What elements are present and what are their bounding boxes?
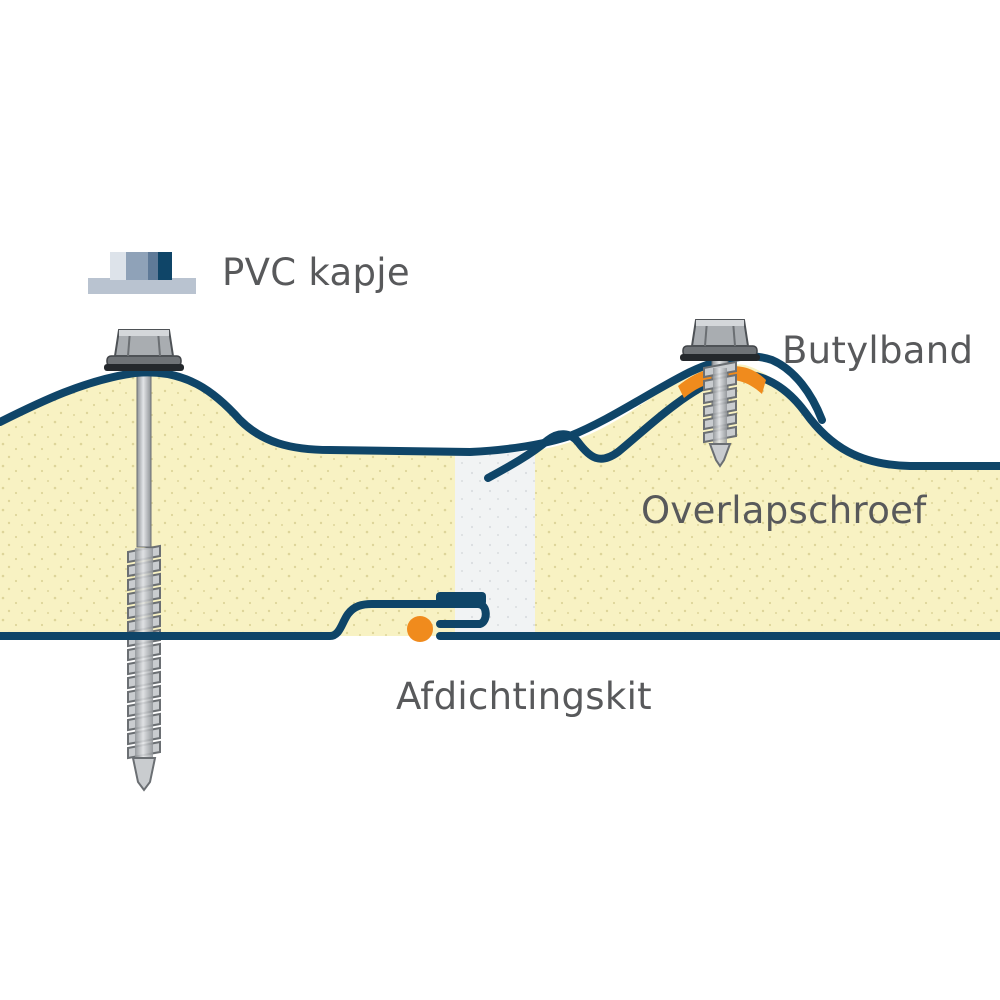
overlap-screw-icon — [680, 319, 760, 468]
sealant-label: Afdichtingskit — [396, 675, 652, 718]
top-sheet-right — [484, 370, 1000, 482]
foam-texture-left — [0, 372, 455, 636]
long-screw-head-icon — [104, 329, 184, 371]
bottom-sheet-lock — [436, 592, 486, 606]
butyl-tape-label: Butylband — [782, 329, 974, 372]
foam-texture-right — [535, 364, 1000, 636]
overlap-screw-label: Overlapschroef — [641, 489, 927, 532]
butyl-band — [678, 366, 766, 398]
pvc-cap-label: PVC kapje — [222, 251, 410, 294]
bottom-sheet-left — [0, 600, 490, 640]
top-sheet-left — [0, 368, 574, 457]
sealant-dot — [407, 616, 433, 642]
long-screw-icon — [127, 361, 161, 792]
pvc-cap-icon — [88, 252, 196, 294]
